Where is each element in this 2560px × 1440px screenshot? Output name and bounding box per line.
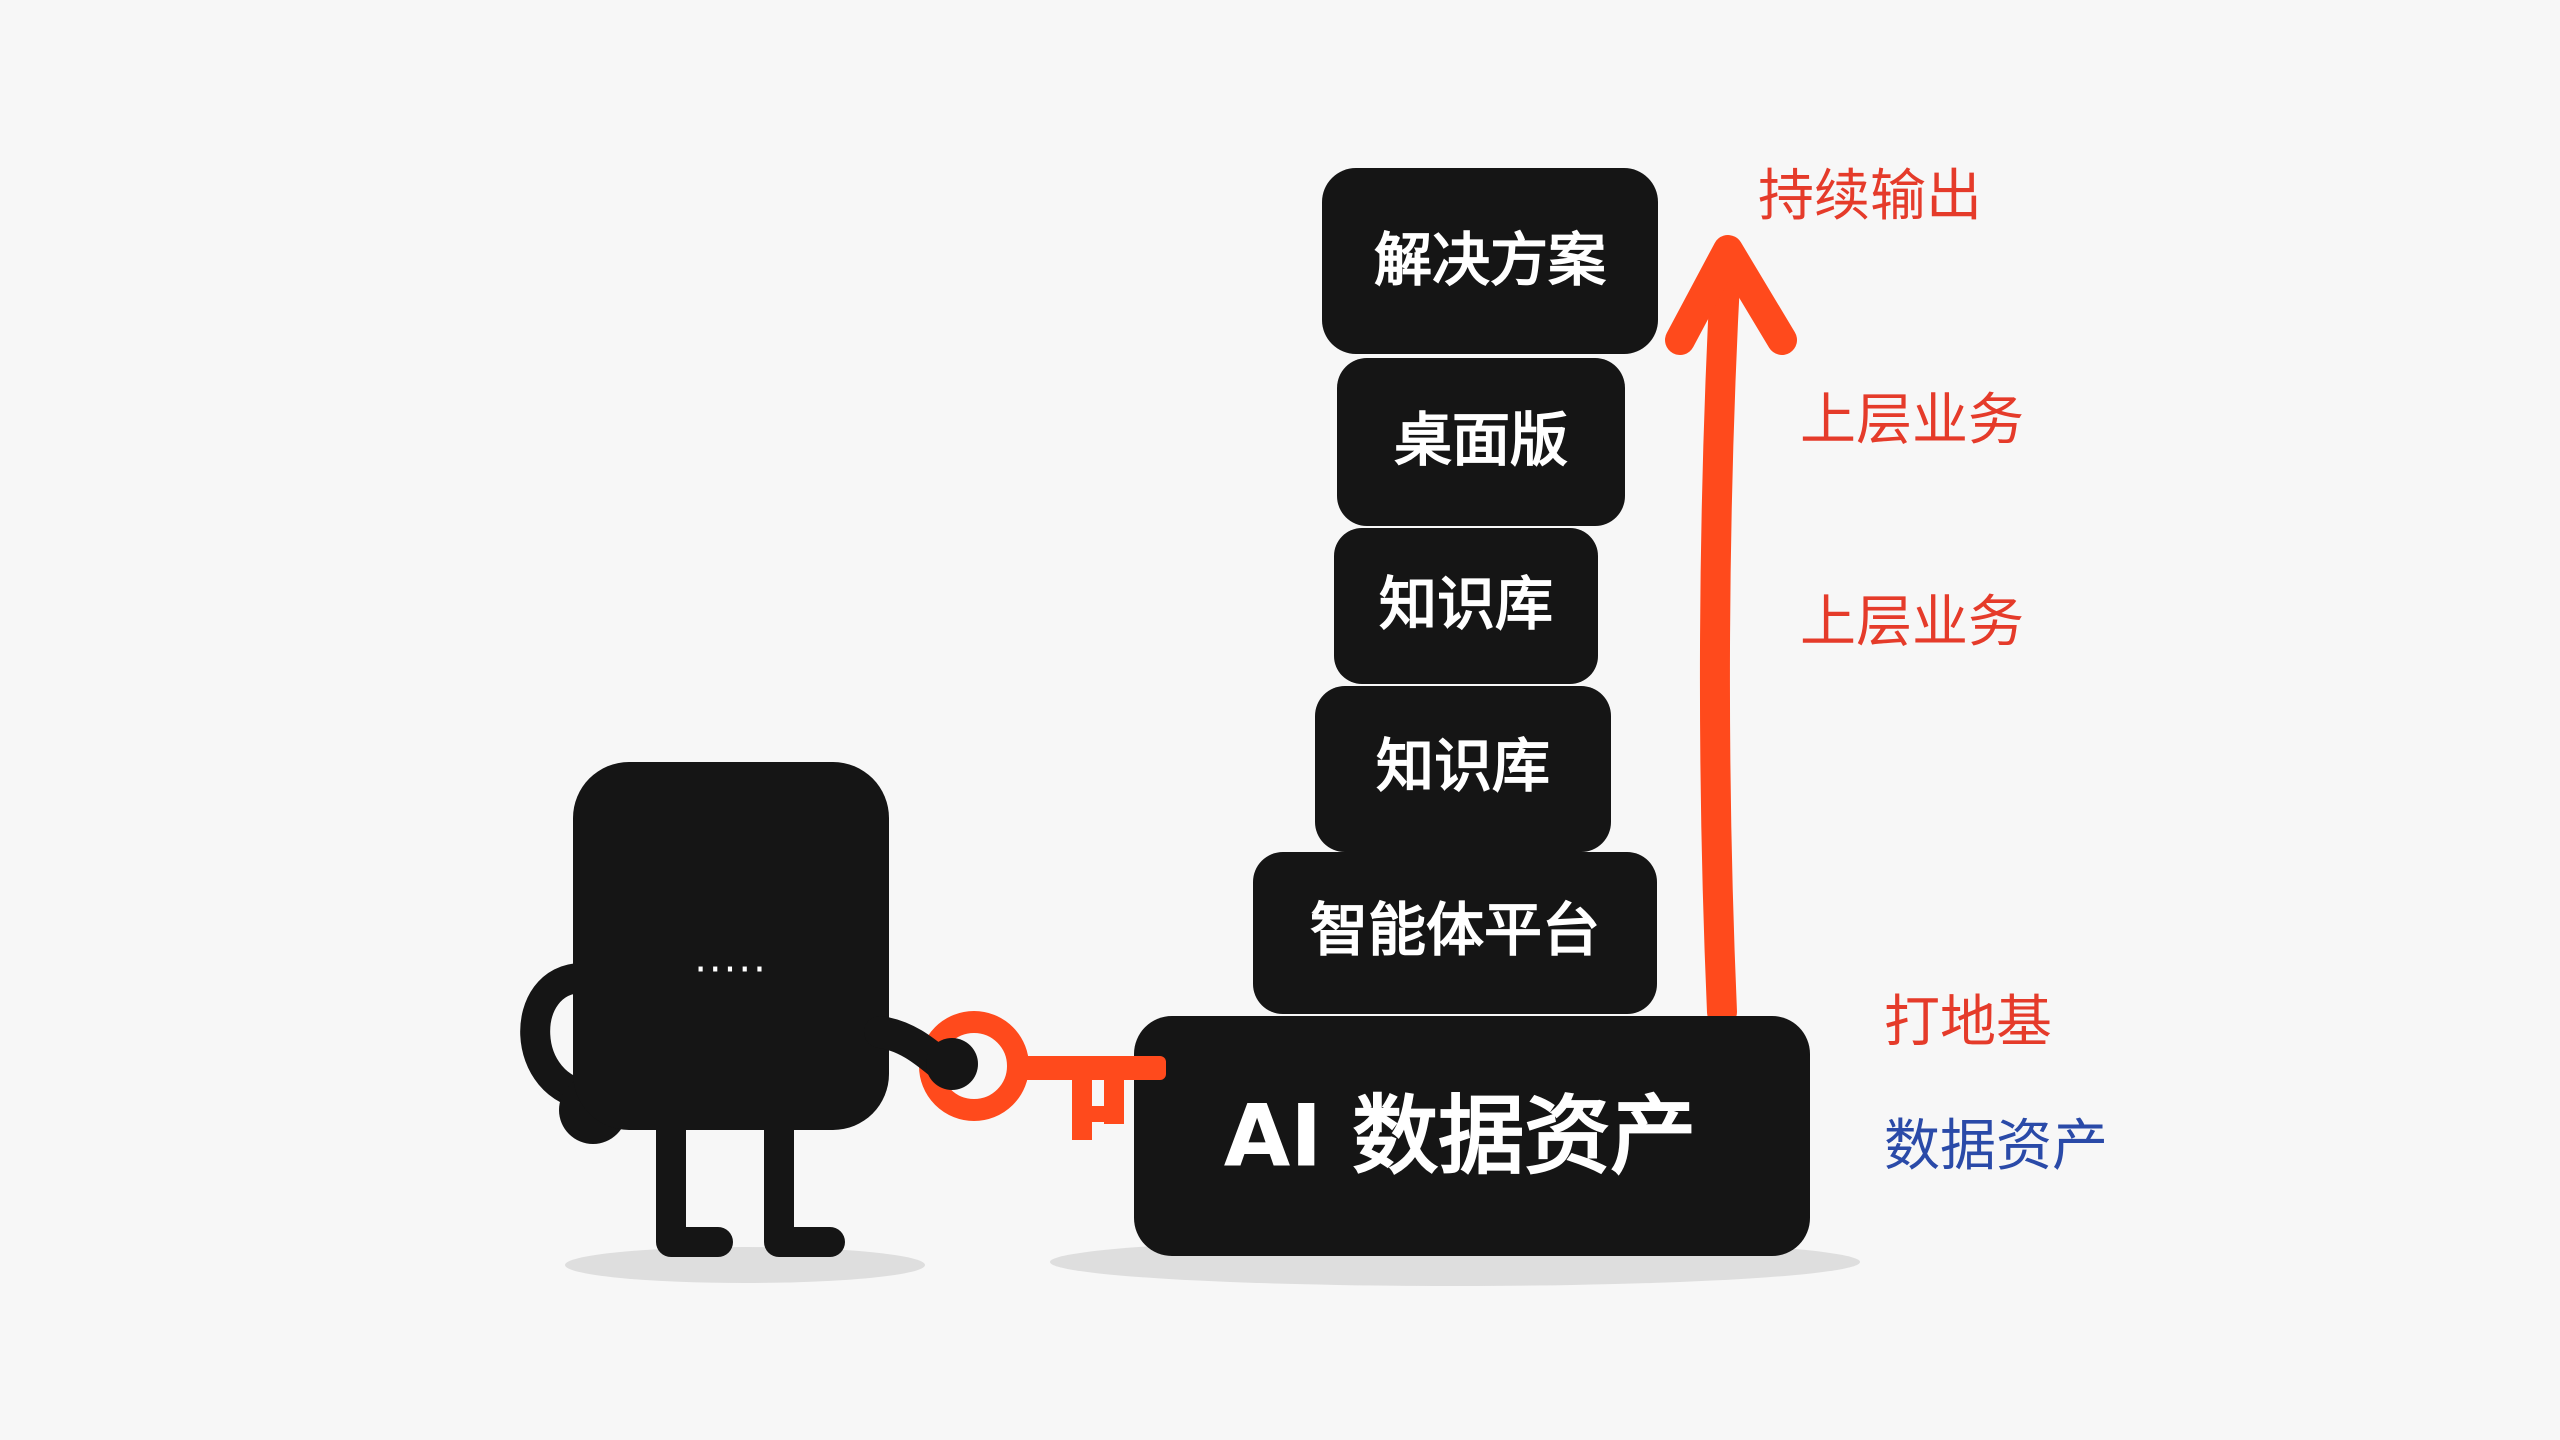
- stack-block-agent-platform: 智能体平台: [1253, 852, 1657, 1014]
- label-continuous-output: 持续输出: [1758, 164, 1982, 229]
- character-icon: ·····: [520, 762, 978, 1257]
- stack-block-desktop: 桌面版: [1337, 358, 1625, 526]
- label-lay-foundation: 打地基: [1884, 990, 2052, 1055]
- stack-block-label: 知识库: [1379, 570, 1553, 638]
- stack-block-label: 解决方案: [1374, 226, 1607, 294]
- label-data-asset: 数据资产: [1884, 1114, 2108, 1179]
- stack-block-knowledge-base-1: 知识库: [1334, 528, 1598, 684]
- character-shadow: [565, 1247, 925, 1283]
- stack-block-solution: 解决方案: [1322, 168, 1658, 354]
- label-upper-business-1: 上层业务: [1800, 388, 2024, 453]
- stack-block-label: 知识库: [1376, 732, 1550, 800]
- character-face: ·····: [694, 947, 768, 993]
- stack-block-label: 桌面版: [1394, 406, 1568, 474]
- up-arrow-icon: [1665, 235, 1797, 1027]
- base-block-label: AI 数据资产: [1224, 1086, 1697, 1186]
- stack-block-label: 智能体平台: [1310, 896, 1600, 964]
- stack-block-knowledge-base-2: 知识库: [1315, 686, 1611, 852]
- label-upper-business-2: 上层业务: [1800, 590, 2024, 655]
- base-block-ai-data-asset: AI 数据资产: [1134, 1016, 1810, 1256]
